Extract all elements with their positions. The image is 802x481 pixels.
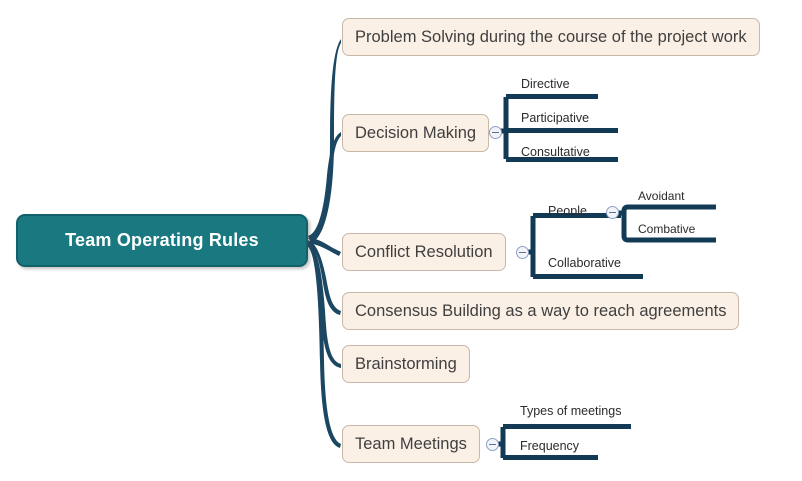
main-branch-4 [308, 240, 341, 315]
leaf-frequency-label: Frequency [520, 439, 580, 453]
underline-collaborative [533, 274, 643, 279]
leaf-avoidant[interactable]: Avoidant [638, 189, 684, 203]
underline-directive [506, 94, 598, 99]
main-branch-2 [308, 132, 341, 243]
underline-types-of-meetings [503, 424, 631, 429]
underline-participative [506, 128, 618, 133]
leaf-consultative-label: Consultative [521, 145, 590, 159]
node-consensus-building-label: Consensus Building as a way to reach agr… [355, 301, 727, 320]
leaf-frequency[interactable]: Frequency [520, 439, 579, 453]
collapse-toggle-decision-making[interactable] [489, 126, 502, 139]
leaf-types-of-meetings-label: Types of meetings [520, 404, 622, 418]
node-problem-solving[interactable]: Problem Solving during the course of the… [342, 18, 760, 56]
leaf-collaborative-label: Collaborative [548, 256, 621, 270]
main-branch-3 [308, 238, 341, 256]
leaf-avoidant-label: Avoidant [638, 189, 685, 203]
underline-frequency [503, 455, 598, 460]
leaf-combative-label: Combative [638, 222, 696, 236]
main-branch-6 [308, 241, 341, 448]
node-conflict-resolution-label: Conflict Resolution [355, 242, 493, 261]
node-brainstorming[interactable]: Brainstorming [342, 345, 470, 383]
leaf-collaborative[interactable]: Collaborative [548, 256, 621, 270]
people-spine [621, 204, 716, 212]
leaf-directive[interactable]: Directive [521, 77, 570, 91]
leaf-combative[interactable]: Combative [638, 222, 695, 236]
collapse-toggle-conflict-resolution[interactable] [516, 246, 529, 259]
leaf-participative-label: Participative [521, 111, 590, 125]
node-conflict-resolution[interactable]: Conflict Resolution [342, 233, 506, 271]
node-consensus-building[interactable]: Consensus Building as a way to reach agr… [342, 292, 740, 330]
node-decision-making[interactable]: Decision Making [342, 114, 490, 152]
collapse-toggle-people[interactable] [606, 206, 619, 219]
root-node-label: Team Operating Rules [65, 230, 259, 250]
main-branch-group [308, 39, 341, 448]
main-branch-5 [308, 241, 341, 368]
root-node[interactable]: Team Operating Rules [16, 214, 308, 267]
node-brainstorming-label: Brainstorming [355, 354, 457, 373]
leaf-consultative[interactable]: Consultative [521, 145, 590, 159]
leaf-people-label: People [548, 204, 587, 218]
leaf-people[interactable]: People [548, 204, 587, 218]
node-team-meetings-label: Team Meetings [355, 434, 467, 453]
leaf-directive-label: Directive [521, 77, 570, 91]
collapse-toggle-team-meetings[interactable] [486, 438, 499, 451]
main-branch-1 [308, 39, 341, 243]
leaf-participative[interactable]: Participative [521, 111, 589, 125]
node-problem-solving-label: Problem Solving during the course of the… [355, 27, 747, 46]
node-team-meetings[interactable]: Team Meetings [342, 425, 480, 463]
node-decision-making-label: Decision Making [355, 123, 477, 142]
leaf-types-of-meetings[interactable]: Types of meetings [520, 404, 621, 418]
